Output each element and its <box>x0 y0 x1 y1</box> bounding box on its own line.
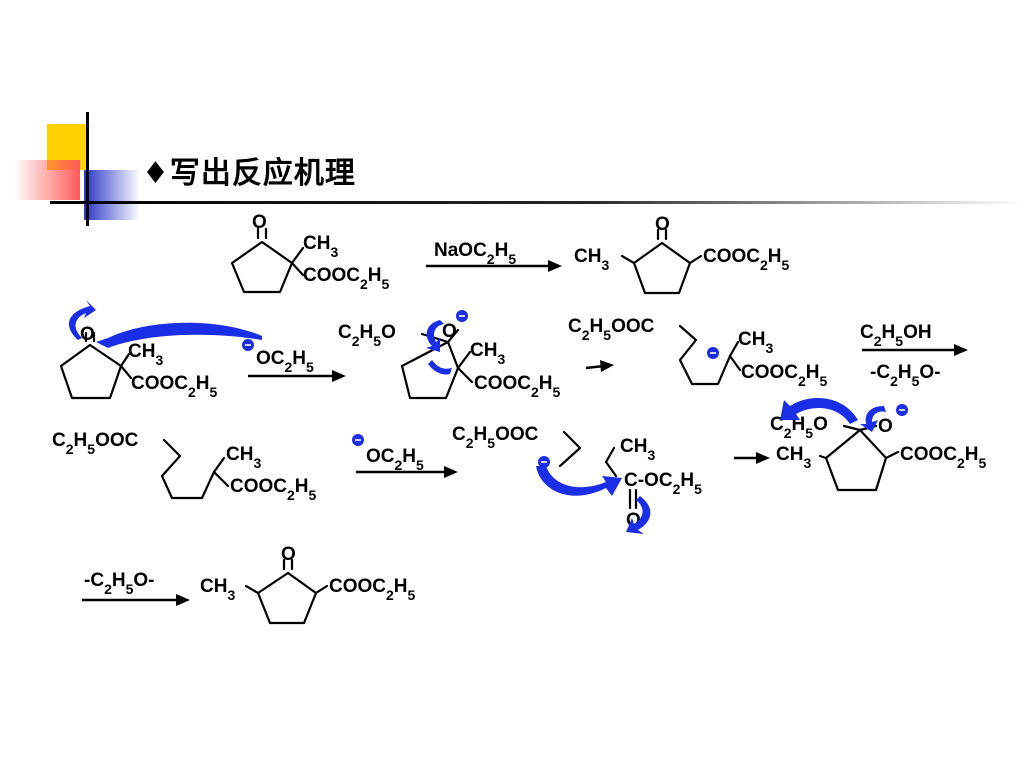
methyl-label: CH3 <box>738 329 773 356</box>
curved-arrow-cyclize <box>536 466 622 496</box>
curved-arrow-attack <box>96 322 262 348</box>
arrow-deprotonation: OC2H5 <box>352 434 458 478</box>
methyl-label: CH3 <box>470 340 505 367</box>
curved-arrow-reform <box>426 320 444 352</box>
ester-chain-label: C2H5OOC <box>568 316 655 343</box>
ester-label: COOC2H5 <box>230 476 317 503</box>
methyl-label: CH3 <box>620 436 655 463</box>
alkoxide-o: O <box>442 321 457 342</box>
reagent-ethoxide-loss: -C2H5O- <box>870 362 941 389</box>
ethoxy-label: C2H5O <box>338 322 396 349</box>
alkoxide-o: O <box>878 416 893 437</box>
mechanism-step1: O CH3 COOC2H5 OC2H5 <box>59 300 346 400</box>
enolate-attack: C2H5OOC CH3 C-OC2H5 O <box>452 424 770 534</box>
methyl-label: CH3 <box>226 444 261 471</box>
red-block <box>14 160 80 200</box>
ester-label: COOC2H5 <box>329 576 416 603</box>
methyl-label: CH3 <box>128 341 163 368</box>
reagent-ethanol: C2H5OH <box>860 322 932 349</box>
reactant-structure: O CH3 COOC2H5 <box>230 212 390 294</box>
ester-label: COOC2H5 <box>303 265 390 292</box>
enolate-precursor: C2H5OOC CH3 COOC2H5 <box>52 430 317 503</box>
vertical-rule <box>86 112 89 226</box>
ring <box>230 240 294 294</box>
negative-charge-icon <box>707 347 719 359</box>
arrow-final: -C2H5O- <box>82 570 190 606</box>
ester-chain-label: C2H5OOC <box>452 424 539 451</box>
curved-arrow-cleave <box>428 360 452 375</box>
ester-label: COOC2H5 <box>474 373 561 400</box>
curved-arrow-carbonyl <box>68 300 96 340</box>
methyl-label: CH3 <box>200 576 235 603</box>
reagent-naoc2h5: NaOC2H5 <box>434 240 516 267</box>
product-structure: O CH3 COOC2H5 <box>574 214 790 295</box>
horizontal-rule <box>50 201 1024 204</box>
ester-chain-label: C2H5OOC <box>52 430 139 457</box>
methyl-label: CH3 <box>776 444 811 471</box>
ester-carbon-label: C-OC2H5 <box>624 470 702 497</box>
methyl-label: CH3 <box>303 233 338 260</box>
arrow-proton-exchange: C2H5OH -C2H5O- <box>860 322 968 389</box>
slide-decoration <box>14 112 1024 226</box>
arrow-step1: NaOC2H5 <box>426 240 562 272</box>
ester-label: COOC2H5 <box>131 373 218 400</box>
final-product: O CH3 COOC2H5 <box>200 544 416 625</box>
cyclic-intermediate: C2H5O O CH3 COOC2H5 <box>770 397 987 492</box>
curved-arrow-reform-carbonyl <box>860 406 886 432</box>
ethoxide-label: OC2H5 <box>366 446 424 473</box>
carbonyl-o: O <box>80 324 95 345</box>
ester-label: COOC2H5 <box>703 246 790 273</box>
ring-opened-diester: C2H5OOC CH3 COOC2H5 <box>568 316 828 389</box>
ester-label: COOC2H5 <box>900 444 987 471</box>
carbonyl-o: O <box>281 544 296 565</box>
tetrahedral-intermediate: C2H5O O CH3 COOC2H5 <box>338 310 614 400</box>
ethoxide-label: OC2H5 <box>256 348 314 375</box>
negative-charge-icon <box>538 456 550 468</box>
methyl-label: CH3 <box>574 246 609 273</box>
page-title: ♦写出反应机理 <box>142 156 356 191</box>
ethoxy-label: C2H5O <box>770 414 828 441</box>
carbonyl-o: O <box>655 214 670 235</box>
negative-charge-icon <box>456 310 468 322</box>
blue-block <box>84 170 140 220</box>
negative-charge-icon <box>242 339 254 351</box>
ester-label: COOC2H5 <box>741 362 828 389</box>
carbonyl-o: O <box>252 212 267 233</box>
curved-arrow-carbonyl-o <box>626 496 651 534</box>
reagent-ethoxide-loss: -C2H5O- <box>84 570 155 597</box>
curved-arrow-eliminate <box>780 397 858 424</box>
negative-charge-icon <box>352 434 364 446</box>
negative-charge-icon <box>896 404 908 416</box>
